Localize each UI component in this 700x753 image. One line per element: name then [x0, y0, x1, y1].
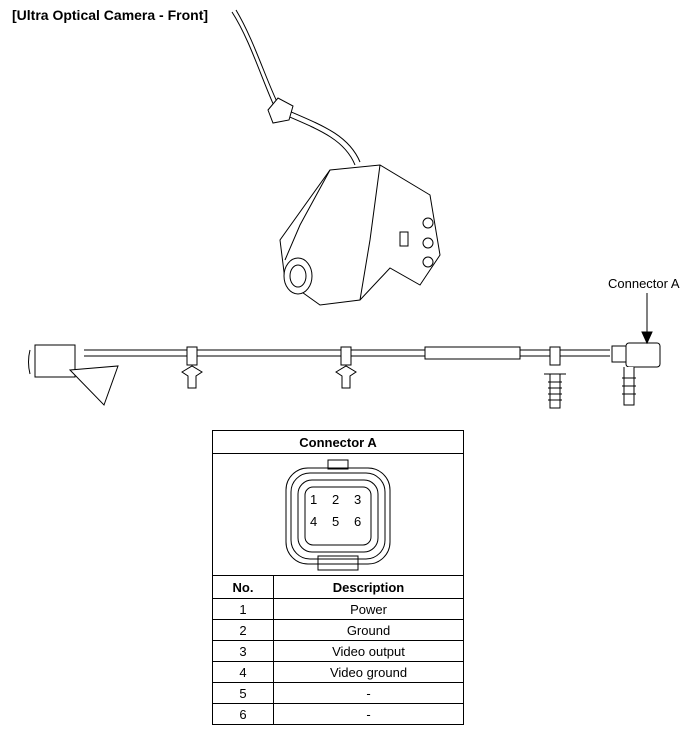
header-description: Description [273, 575, 464, 599]
diagram-title: [Ultra Optical Camera - Front] [12, 7, 209, 23]
camera-illustration [28, 9, 661, 409]
camera-cable [231, 9, 361, 166]
pin-description: Video output [273, 640, 464, 662]
pin-description: Power [273, 598, 464, 620]
clip [335, 346, 357, 389]
pin-no: 3 [212, 640, 274, 662]
pin-label: 6 [354, 514, 362, 529]
pin-description: - [273, 682, 464, 704]
table-row: 5- [212, 682, 464, 704]
header-no: No. [212, 575, 274, 599]
camera-body [279, 164, 441, 306]
pin-description: - [273, 703, 464, 725]
pin-no: 1 [212, 598, 274, 620]
connector-a-callout: Connector A [608, 276, 680, 291]
connector-a-pinout-table: Connector A 1 2 3 4 5 6 No. Description … [212, 430, 464, 725]
pin-no: 5 [212, 682, 274, 704]
connector-face-icon [285, 459, 391, 570]
pin-no: 6 [212, 703, 274, 725]
pin-no: 4 [212, 661, 274, 683]
table-title: Connector A [212, 430, 464, 454]
pin-label: 2 [332, 492, 340, 507]
pin-description: Video ground [273, 661, 464, 683]
connector-face: 1 2 3 4 5 6 [212, 453, 464, 576]
connector-a-drawing [611, 342, 661, 406]
pin-label: 3 [354, 492, 362, 507]
pin-no: 2 [212, 619, 274, 641]
pin-description: Ground [273, 619, 464, 641]
clip [181, 346, 203, 389]
wire-harness [28, 342, 661, 409]
pin-label: 1 [310, 492, 318, 507]
callout-arrow [641, 293, 653, 345]
pin-label: 5 [332, 514, 340, 529]
pin-label: 4 [310, 514, 318, 529]
clip [544, 346, 566, 409]
table-row: 6- [212, 703, 464, 725]
